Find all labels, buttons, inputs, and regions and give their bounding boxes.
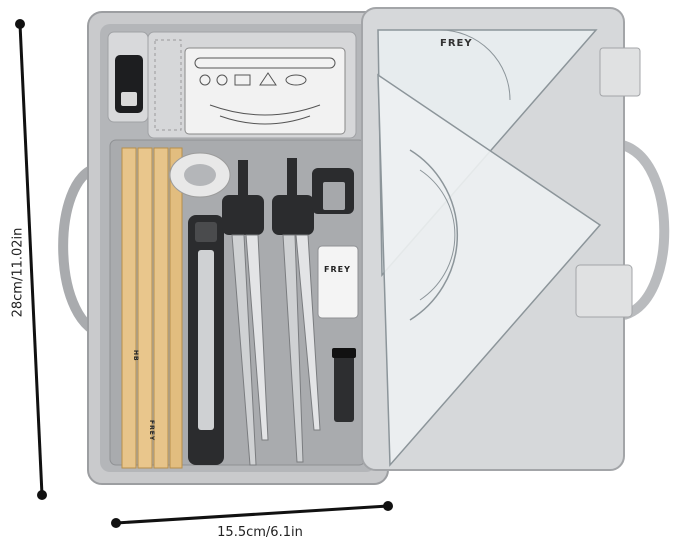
ruler-brand-label: FREY [440, 38, 473, 49]
compass-2 [272, 158, 321, 463]
compass-1 [222, 160, 269, 466]
pencil-brand-label: FREY [148, 420, 155, 441]
pencil-grade-label: HB [132, 350, 139, 362]
width-dimension [111, 501, 393, 528]
eraser [317, 245, 359, 319]
lead-tube [332, 348, 356, 422]
width-dimension-label: 15.5cm/6.1in [217, 525, 303, 540]
tape-roll [169, 152, 231, 198]
protractor-triangle [377, 73, 602, 467]
pencil-set [121, 147, 183, 469]
height-dimension-label: 28cm/11.02in [10, 227, 26, 318]
right-handle [620, 140, 670, 320]
utility-knife [188, 215, 224, 465]
height-dimension [15, 19, 47, 500]
stencil [154, 39, 346, 135]
pencil-sharpener [312, 168, 354, 214]
sharpener-small [115, 55, 143, 113]
eraser-brand-label: FREY [324, 265, 351, 274]
